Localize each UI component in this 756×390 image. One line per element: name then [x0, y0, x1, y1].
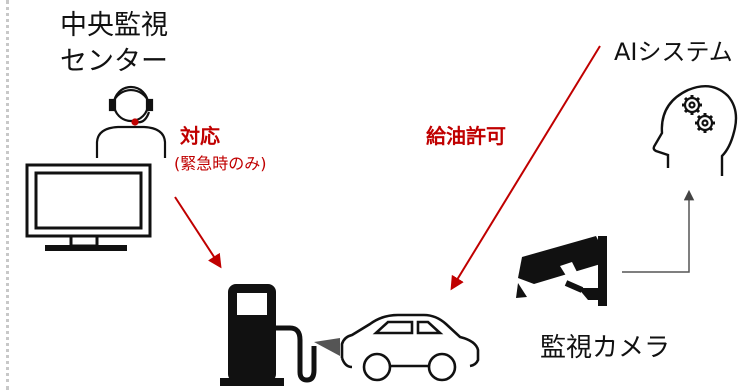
car-icon [340, 313, 480, 382]
security-camera-icon [516, 236, 607, 306]
monitor-icon [25, 163, 152, 251]
camera-to-ai-connector [622, 189, 695, 273]
camera-label: 監視カメラ [540, 333, 671, 363]
operator-icon [95, 85, 167, 158]
left-dotted-border [6, 0, 9, 390]
gear-icon [682, 95, 702, 115]
monitor-center-label-line1: 中央監視 [60, 10, 168, 41]
fuel-pump-icon [220, 284, 340, 386]
fuel-permission-arrow [450, 45, 601, 291]
response-label: 対応 [180, 124, 220, 148]
fuel-permission-label: 給油許可 [426, 124, 506, 148]
ai-head-icon [652, 84, 738, 176]
ai-system-label: AIシステム [614, 38, 733, 66]
monitor-center-label-line2: センター [60, 46, 168, 77]
response-note: (緊急時のみ) [174, 154, 267, 173]
gear-icon [695, 113, 715, 133]
response-arrow [174, 196, 222, 269]
